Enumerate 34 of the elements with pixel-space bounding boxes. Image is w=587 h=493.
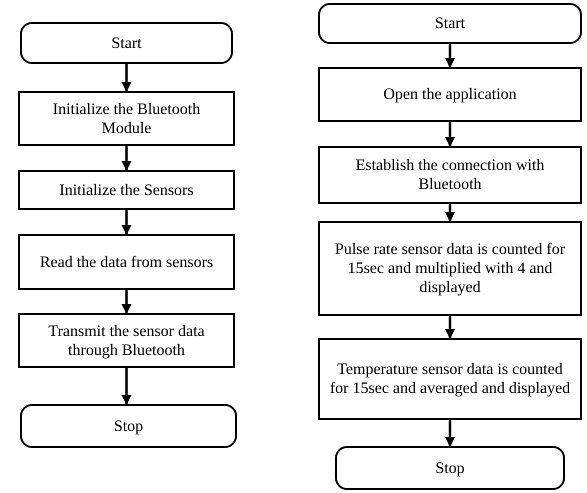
step-text: Transmit the sensor data through Bluetooth [47, 322, 206, 360]
arrow [445, 316, 455, 339]
process-box [18, 170, 235, 210]
process-box [318, 221, 582, 316]
process-box [18, 234, 235, 290]
arrow [445, 420, 455, 447]
process-box [18, 313, 235, 368]
terminal-box [20, 22, 233, 64]
step-text: Initialize the Bluetooth Module [52, 100, 202, 138]
arrow [122, 290, 132, 314]
arrow [122, 146, 132, 171]
step-text: Temperature sensor data is counted for 15sec and averaged and displayed [328, 360, 572, 398]
step-text: Start [434, 14, 466, 33]
arrow [445, 122, 455, 147]
arrow [122, 64, 132, 92]
step-text: Open the application [383, 85, 517, 104]
process-box [318, 338, 582, 420]
step-text: Start [111, 34, 142, 52]
process-box [318, 146, 582, 204]
terminal-box [318, 3, 582, 44]
step-text: Initialize the Sensors [59, 180, 194, 200]
terminal-box [20, 404, 237, 448]
process-box [18, 91, 235, 146]
arrow [122, 368, 132, 405]
arrow [445, 204, 455, 222]
step-text: Establish the connection with Bluetooth [354, 156, 546, 194]
arrow [122, 210, 132, 235]
arrow [445, 44, 455, 68]
step-text: Pulse rate sensor data is counted for 15sec and multiplied with 4 and displayed [334, 240, 566, 297]
step-text: Stop [435, 458, 465, 478]
terminal-box [335, 446, 565, 490]
process-box [318, 67, 582, 122]
step-text: Read the data from sensors [40, 252, 214, 272]
step-text: Stop [114, 416, 144, 436]
